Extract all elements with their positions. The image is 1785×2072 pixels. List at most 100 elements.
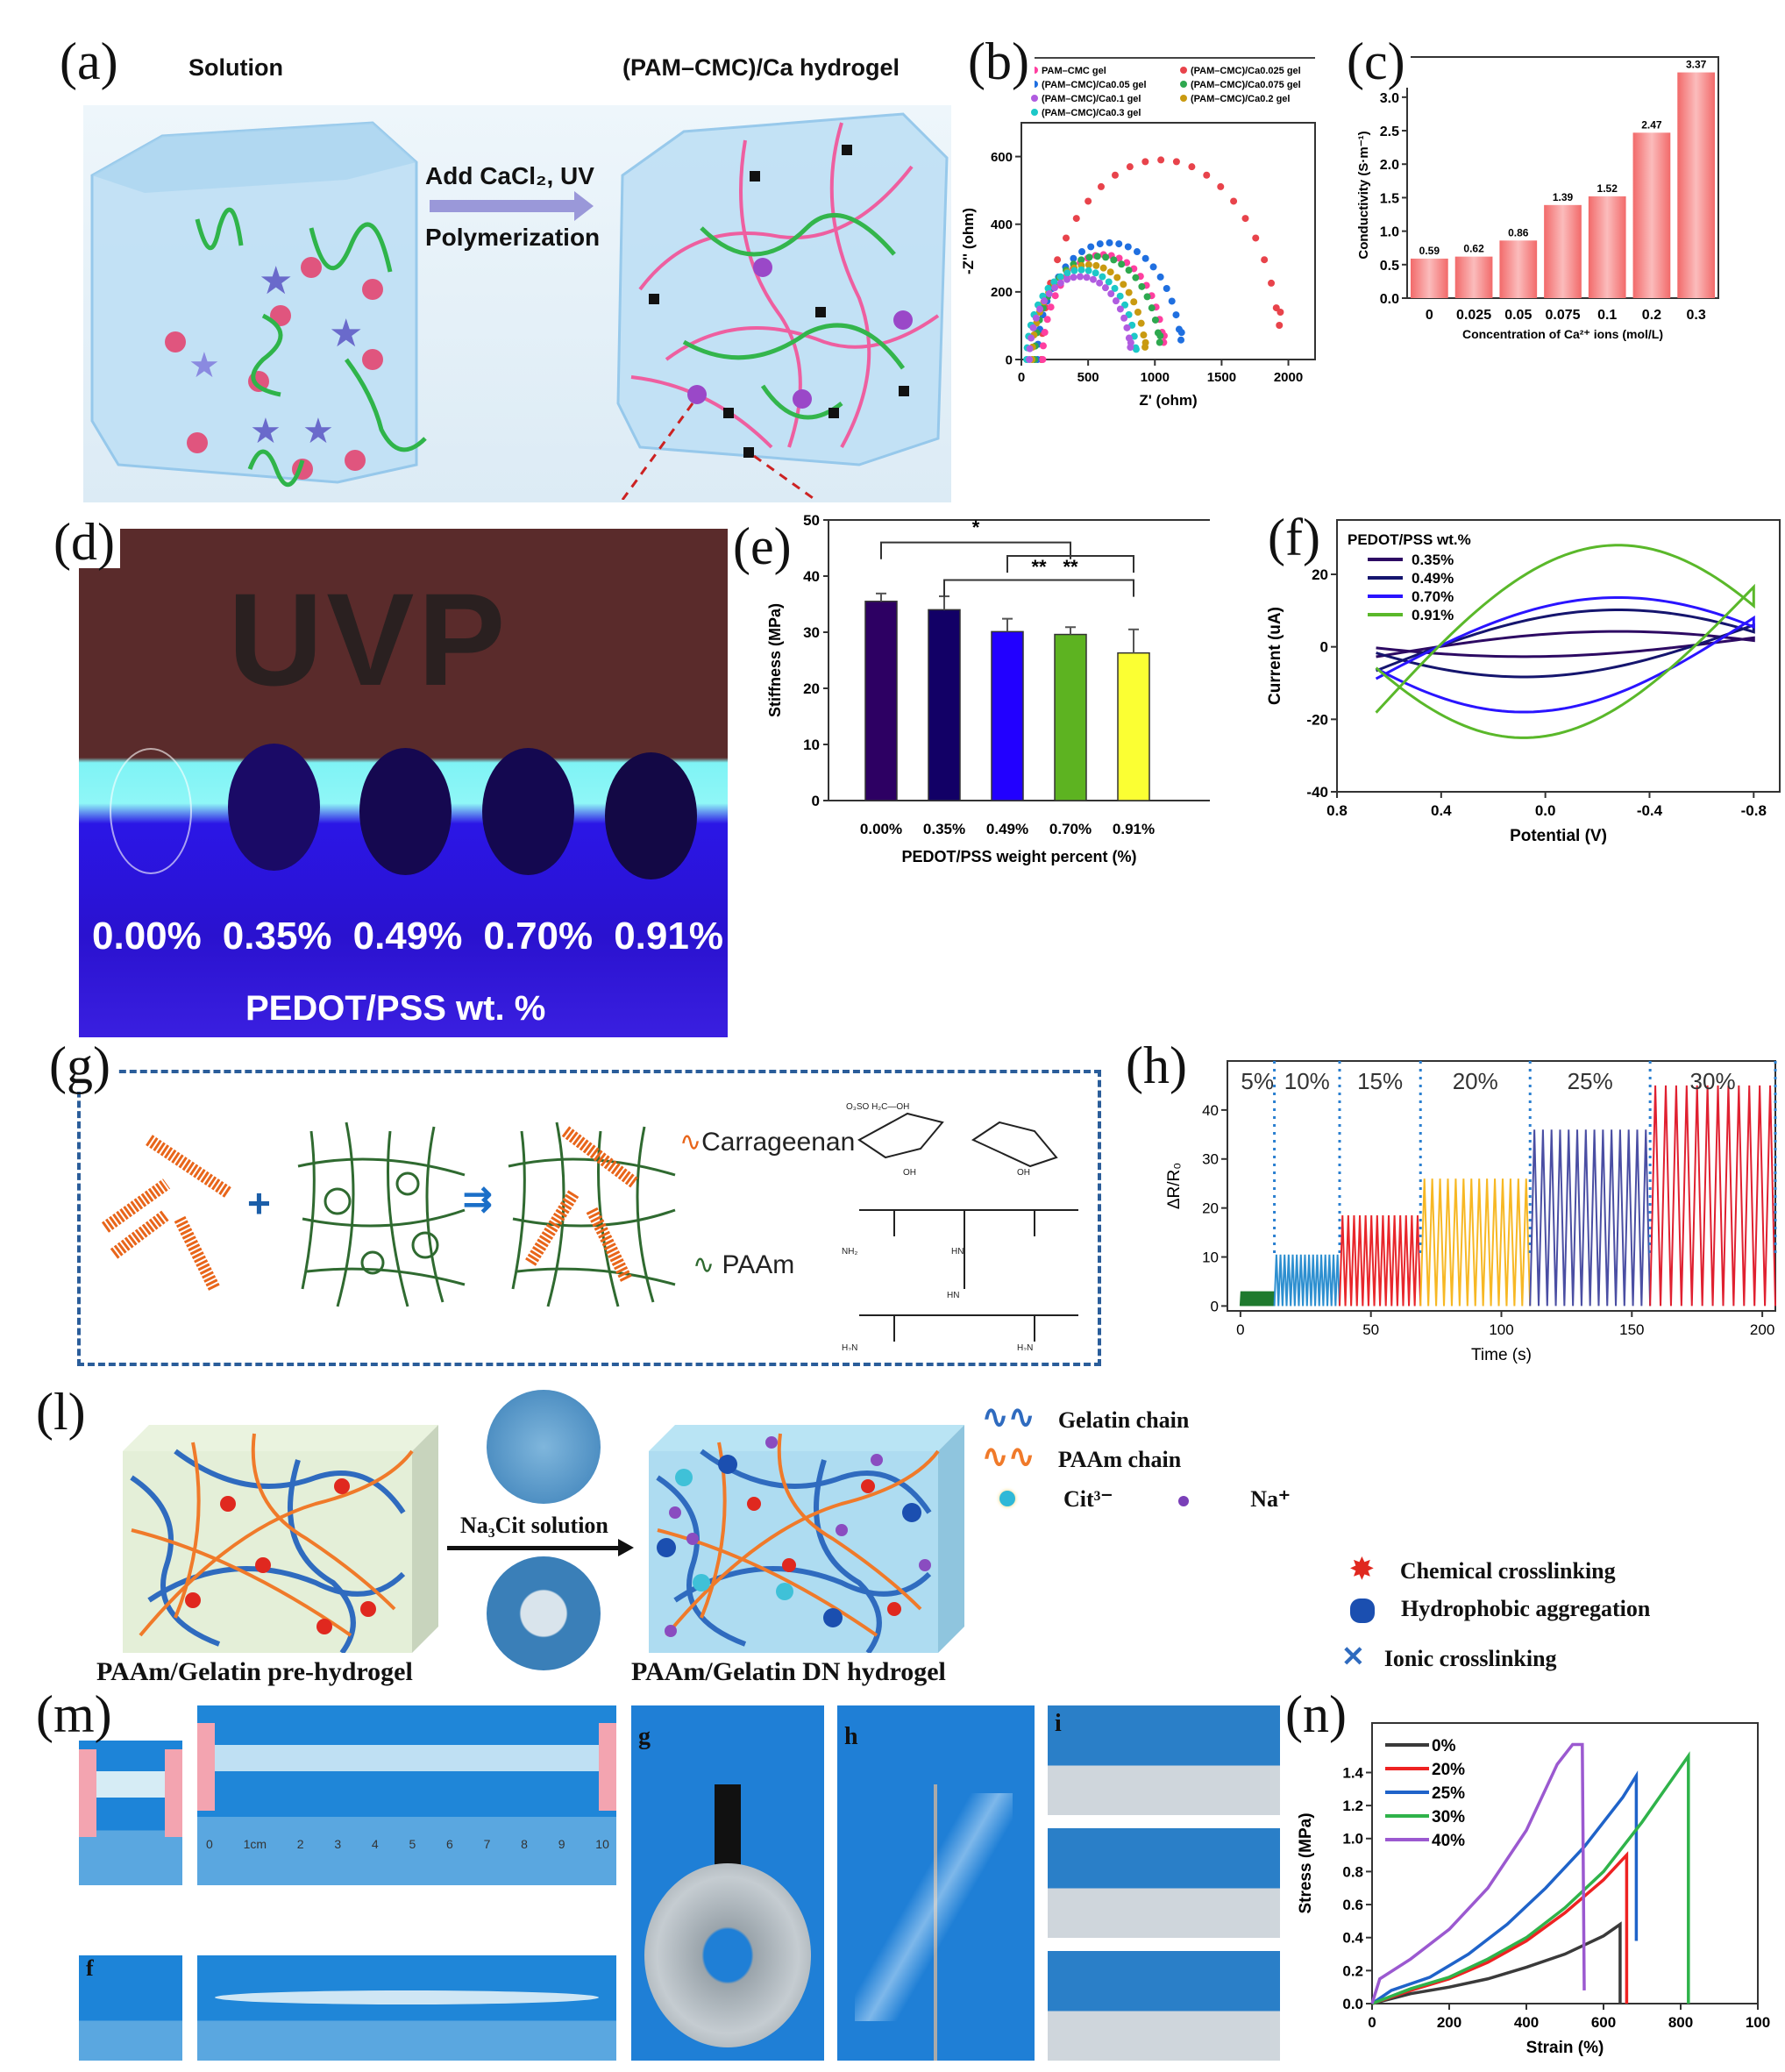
legend-cit: Cit³⁻	[1063, 1486, 1113, 1512]
data-point	[1110, 256, 1118, 264]
bar-value-label: 1.52	[1597, 182, 1618, 195]
sub-label-f: f	[86, 1955, 94, 1981]
data-point	[1112, 297, 1120, 305]
bar	[1117, 652, 1150, 801]
data-point	[1125, 288, 1133, 296]
data-point	[1138, 282, 1146, 290]
y-tick-label: 0	[1320, 639, 1328, 656]
cv-curve	[1375, 595, 1755, 714]
x-tick-label: -0.8	[1741, 802, 1767, 819]
percent-label: 0.35%	[222, 915, 332, 958]
x-tick-label: -0.4	[1637, 802, 1663, 819]
data-point	[1083, 274, 1091, 281]
y-tick-label: 400	[991, 217, 1013, 232]
data-point	[1070, 267, 1078, 274]
paam-label: PAAm	[722, 1250, 795, 1279]
composite-network	[508, 1121, 676, 1307]
x-tick-label: 800	[1668, 2014, 1693, 2031]
y-tick-label: 1.2	[1342, 1798, 1363, 1814]
y-tick-label: 2.5	[1380, 125, 1399, 139]
panel-b-label: (b)	[963, 35, 1035, 88]
x-tick-label: 0.3	[1687, 308, 1706, 323]
x-axis-label: Strain (%)	[1526, 2039, 1604, 2057]
sample-disc-3	[482, 748, 574, 875]
ruler-tick: 5	[409, 1837, 416, 1851]
y-axis-label: Conductivity (S·m⁻¹)	[1356, 131, 1371, 259]
strain-label: 25%	[1568, 1068, 1613, 1094]
panel-l-schematic: (l) Na₃Cit solution PAAm/Gelatin pre-hyd…	[0, 1381, 1785, 1688]
data-point	[1092, 261, 1100, 269]
data-point	[1041, 329, 1049, 337]
ruler-tick: 3	[334, 1837, 342, 1851]
ruler-tick: 6	[446, 1837, 453, 1851]
legend-item-chemical: ✸Chemical crosslinking	[1350, 1552, 1736, 1585]
reaction-arrow	[430, 200, 574, 212]
panel-m-label: (m)	[31, 1688, 117, 1741]
data-point	[1188, 163, 1196, 171]
x-tick-label: 600	[1591, 2014, 1616, 2031]
data-point	[1141, 338, 1149, 346]
y-tick-label: 20	[1202, 1200, 1219, 1217]
y-tick-label: 10	[1202, 1249, 1219, 1265]
y-tick-label: 0	[1211, 1298, 1219, 1314]
x-tick-label: 100	[1746, 2014, 1770, 2031]
cv-curve	[1376, 630, 1755, 659]
data-point	[1132, 274, 1140, 281]
data-point	[1036, 305, 1044, 313]
y-tick-label: 50	[803, 512, 820, 529]
y-tick-label: 0	[812, 793, 820, 809]
sample-disc-4	[605, 752, 697, 879]
photo-twist-long	[197, 1955, 616, 2061]
data-point	[1130, 298, 1138, 306]
legend-entry: (PAM–CMC)/Ca0.075 gel	[1191, 80, 1301, 90]
x-tick-label: 0.05	[1504, 308, 1532, 323]
clamp	[79, 1749, 96, 1837]
panel-d-uv-photo: UVP 0.00% 0.35% 0.49% 0.70% 0.91% PEDOT/…	[0, 502, 728, 1043]
y-tick-label: 0.2	[1342, 1962, 1363, 1979]
y-tick-label: 200	[991, 285, 1013, 300]
percent-label: 0.91%	[614, 915, 723, 958]
reaction-arrow-label-top: Add CaCl₂, UV	[425, 162, 594, 189]
x-tick-label: 0.4	[1431, 802, 1452, 819]
legend: PAM–CMC gel(PAM–CMC)/Ca0.025 gel(PAM–CMC…	[1021, 57, 1315, 118]
pre-hydrogel-cube	[123, 1425, 438, 1653]
data-point	[1056, 273, 1064, 281]
x-axis-label: Potential (V)	[1510, 827, 1607, 845]
sample-disc-0	[110, 748, 192, 874]
cv-curve	[1376, 609, 1755, 679]
bar	[1411, 258, 1448, 298]
data-point	[1172, 311, 1180, 319]
significance-bracket: *	[880, 516, 1071, 559]
legend-paam: PAAm chain	[1057, 1447, 1182, 1472]
data-point	[1050, 278, 1058, 286]
x-tick-label: 0.0	[1535, 802, 1556, 819]
data-point	[1107, 290, 1115, 298]
x-tick-label: 0.8	[1326, 802, 1348, 819]
bar	[928, 609, 961, 801]
signal-segment	[1419, 1178, 1532, 1307]
strain-label: 5%	[1241, 1068, 1274, 1094]
signal-segment	[1239, 1291, 1276, 1307]
x-tick-label: 0	[1018, 370, 1025, 385]
data-point	[1070, 254, 1077, 262]
y-axis-label: -Z'' (ohm)	[960, 208, 977, 274]
data-point	[1156, 338, 1163, 346]
panel-g-label: (g)	[44, 1039, 116, 1092]
data-point	[1039, 356, 1047, 363]
plot-frame	[1371, 1722, 1759, 2004]
legend: 0%20%25%30%40%	[1385, 1737, 1465, 1850]
sub-label-h: h	[844, 1723, 858, 1750]
data-point	[1087, 243, 1095, 251]
data-point	[1143, 293, 1151, 301]
y-tick-label: 1.0	[1380, 225, 1399, 240]
y-tick-label: 1.5	[1380, 191, 1399, 206]
data-point	[1056, 279, 1064, 287]
data-point	[1043, 316, 1051, 324]
plot-frame	[1336, 519, 1781, 793]
data-point	[1039, 342, 1047, 350]
data-point	[1115, 240, 1123, 248]
photo-twist-short: f	[79, 1955, 182, 2061]
